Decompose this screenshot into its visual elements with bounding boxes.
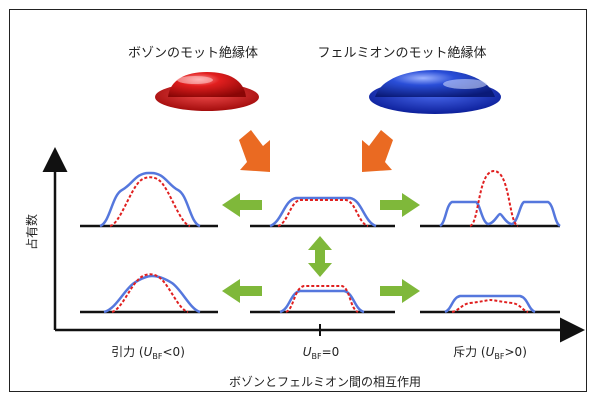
green-arrow-bottom-right-icon bbox=[380, 279, 420, 303]
orange-arrow-left-icon bbox=[239, 130, 270, 172]
profile-top-middle bbox=[250, 196, 395, 228]
green-arrow-bottom-left-icon bbox=[222, 279, 262, 303]
x-axis-caption: ボゾンとフェルミオン間の相互作用 bbox=[229, 375, 421, 389]
orange-arrow-right-icon bbox=[362, 130, 393, 172]
fermion-mott-title: フェルミオンのモット絶縁体 bbox=[317, 45, 486, 61]
y-axis-label: 占有数 bbox=[24, 214, 39, 250]
profile-bottom-left bbox=[80, 273, 218, 314]
boson-disc-icon bbox=[155, 72, 259, 111]
tick-label-repulsive: 斥力 (UBF>0) bbox=[453, 345, 527, 361]
green-arrow-top-right-icon bbox=[380, 193, 420, 217]
boson-mott-title: ボゾンのモット絶縁体 bbox=[128, 45, 258, 61]
tick-label-attractive: 引力 (UBF<0) bbox=[111, 345, 185, 361]
tick-label-zero: UBF=0 bbox=[303, 345, 340, 361]
profile-bottom-middle bbox=[250, 285, 395, 314]
profile-top-left bbox=[80, 171, 218, 228]
green-arrow-top-left-icon bbox=[222, 193, 262, 217]
profile-top-right bbox=[420, 170, 561, 228]
green-double-arrow-icon bbox=[308, 236, 332, 277]
profile-bottom-right bbox=[420, 294, 560, 314]
fermion-disc-icon bbox=[369, 70, 501, 114]
